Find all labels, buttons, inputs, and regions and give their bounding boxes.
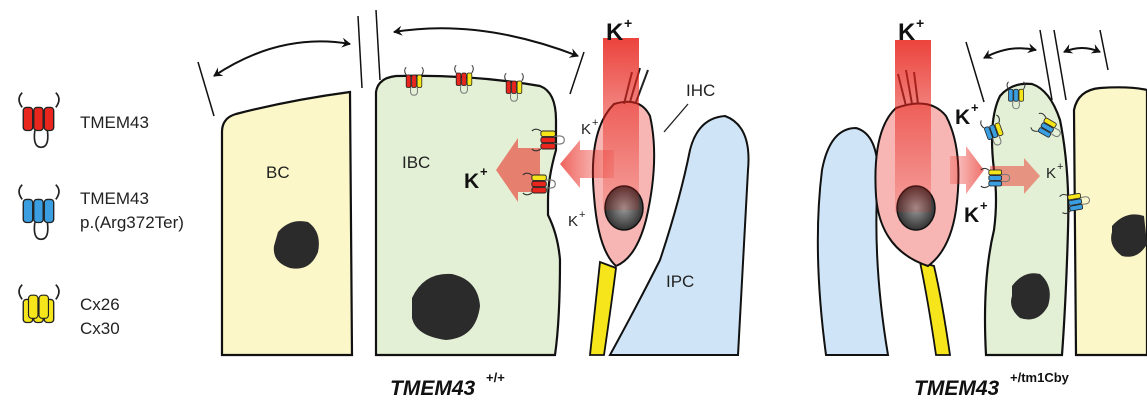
- svg-text:+: +: [579, 209, 585, 221]
- svg-text:+: +: [624, 15, 632, 31]
- right-panel-caption: TMEM43 +/tm1Cby: [914, 370, 1070, 400]
- ibc-width-arrow-mutant: [984, 48, 1036, 58]
- connexin-channel-icon: [19, 285, 59, 323]
- legend-tmem43-label: TMEM43: [80, 113, 149, 132]
- svg-text:K: K: [1046, 165, 1056, 182]
- mutant-tick-3: [1054, 30, 1066, 100]
- inner-border-cell-nucleus: [412, 274, 480, 340]
- svg-text:K: K: [955, 106, 970, 129]
- ibc-width-arrow: [394, 28, 578, 56]
- bc-width-arrow: [214, 41, 350, 76]
- svg-text:TMEM43: TMEM43: [914, 377, 1000, 400]
- legend-cx30-label: Cx30: [80, 319, 120, 338]
- ihc-stalk: [590, 262, 616, 355]
- k-label-mutant-upper: K +: [955, 100, 979, 129]
- svg-text:+: +: [1057, 161, 1063, 173]
- tmem43-wt-channel-icon: [19, 93, 59, 148]
- ibc-label: IBC: [402, 153, 430, 172]
- bc-width-tick-right-2: [376, 10, 380, 80]
- k-label-mutant-lower: K +: [964, 198, 988, 227]
- legend-tmem43-mutant-label-line1: TMEM43: [80, 189, 149, 208]
- left-panel-caption: TMEM43 +/+: [390, 370, 505, 400]
- k-influx-beam: [603, 38, 639, 210]
- mutant-tick-1: [966, 42, 984, 102]
- svg-text:+: +: [916, 15, 924, 31]
- svg-text:K: K: [898, 19, 916, 46]
- ihc-stalk-mutant: [920, 262, 950, 355]
- ipc-label: IPC: [666, 272, 694, 291]
- border-cell: [222, 92, 352, 355]
- svg-text:K: K: [464, 170, 479, 193]
- svg-text:+/+: +/+: [486, 370, 505, 385]
- svg-text:TMEM43: TMEM43: [390, 377, 476, 400]
- svg-text:+: +: [592, 117, 598, 129]
- legend-cx26-label: Cx26: [80, 295, 120, 314]
- bc-width-tick-right-1: [358, 16, 362, 88]
- svg-text:K: K: [606, 19, 624, 46]
- ihc-label: IHC: [686, 81, 715, 100]
- svg-text:K: K: [568, 213, 578, 230]
- right-panel: K + K + K + K +: [818, 15, 1147, 400]
- bc-width-arrow-mutant: [1064, 48, 1100, 52]
- svg-text:+: +: [480, 164, 488, 179]
- legend-tmem43-mutant-label-line2: p.(Arg372Ter): [80, 213, 184, 232]
- left-panel: BC IBC IPC IHC K + K + K +: [198, 10, 749, 400]
- bc-width-tick-left: [198, 62, 214, 116]
- bc-label: BC: [266, 163, 290, 182]
- ihc-label-leader: [664, 104, 688, 132]
- svg-text:+: +: [971, 100, 979, 115]
- k-influx-beam-mutant: [895, 40, 931, 212]
- k-small-lower-label: K +: [568, 209, 585, 230]
- mutant-tick-4: [1100, 30, 1108, 70]
- k-small-upper-label: K +: [581, 117, 598, 138]
- svg-text:+: +: [980, 198, 988, 213]
- svg-text:K: K: [964, 204, 979, 227]
- legend: TMEM43 TMEM43 p.(Arg372Ter) Cx26 Cx30: [19, 93, 184, 338]
- ibc-width-tick-right: [570, 52, 584, 94]
- tmem43-mutant-channel-icon: [19, 185, 59, 240]
- svg-text:+/tm1Cby: +/tm1Cby: [1010, 370, 1070, 385]
- svg-text:K: K: [581, 121, 591, 138]
